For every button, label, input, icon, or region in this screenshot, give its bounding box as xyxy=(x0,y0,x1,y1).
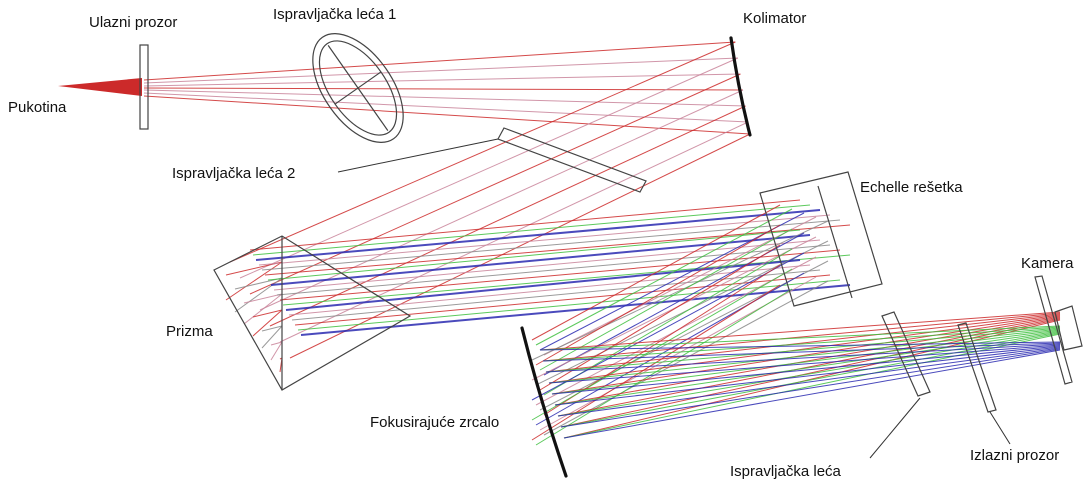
ray-prism-to-grating xyxy=(270,234,811,286)
ray-grating-to-mirror xyxy=(535,240,829,386)
ray-prism-to-grating xyxy=(249,199,801,251)
camera-detector xyxy=(1034,275,1073,385)
ray-prism-internal xyxy=(234,277,283,313)
corrector-lens-2 xyxy=(497,127,647,193)
ray-slit-to-collimator xyxy=(143,95,751,135)
ray-prism-to-grating xyxy=(294,274,831,326)
label-camera-corrector-lens: Ispravljačka leća xyxy=(730,463,842,480)
ray-prism-to-grating xyxy=(255,209,821,261)
ray-collimator-to-prism xyxy=(269,105,746,327)
ray-mirror-to-camera xyxy=(545,313,1061,373)
ray-slit-to-collimator xyxy=(143,73,741,87)
ray-collimator-to-prism xyxy=(239,57,739,279)
ray-prism-to-grating xyxy=(258,214,831,266)
ray-mirror-to-camera xyxy=(548,328,1061,384)
ray-prism-internal xyxy=(243,293,283,304)
label-slit: Pukotina xyxy=(8,99,67,116)
ray-mirror-to-camera xyxy=(554,346,1061,406)
ray-mirror-to-camera xyxy=(557,317,1061,417)
ray-prism-internal xyxy=(261,325,283,332)
ray-grating-to-mirror xyxy=(531,252,805,401)
prism xyxy=(213,235,412,391)
ray-grating-to-mirror xyxy=(535,288,793,446)
ray-prism-to-grating xyxy=(276,244,831,296)
ray-prism-internal xyxy=(225,261,283,301)
ray-slit-to-collimator xyxy=(143,57,738,84)
ray-slit-to-collimator xyxy=(143,89,746,107)
ray-mirror-to-camera xyxy=(545,327,1061,373)
ray-mirror-to-camera xyxy=(554,316,1061,406)
ray-mirror-to-camera xyxy=(563,349,1061,439)
ray-grating-to-mirror xyxy=(535,208,793,346)
label-corrector-lens-1: Ispravljačka leća 1 xyxy=(273,6,396,23)
ray-collimator-to-prism xyxy=(229,41,736,263)
ray-grating-to-mirror xyxy=(539,260,829,411)
ray-prism-to-grating xyxy=(264,224,851,276)
ray-mirror-to-camera xyxy=(551,345,1061,395)
ray-prism-internal xyxy=(252,309,283,337)
ray-prism-internal xyxy=(261,325,283,349)
ray-collimator-to-prism xyxy=(259,89,744,311)
label-entrance-window: Ulazni prozor xyxy=(89,14,177,31)
label-exit-window: Izlazni prozor xyxy=(970,447,1059,464)
light-rays xyxy=(58,41,1061,446)
ray-prism-to-grating xyxy=(279,249,841,301)
ray-collimator-to-prism xyxy=(249,73,741,295)
ray-prism-to-grating xyxy=(297,279,841,331)
camera-corrector-lens xyxy=(881,311,931,397)
label-corrector-lens-2: Ispravljačka leća 2 xyxy=(172,165,295,182)
ray-prism-internal xyxy=(252,309,283,318)
ray-prism-internal xyxy=(270,341,283,346)
ray-mirror-to-camera xyxy=(548,314,1061,384)
ray-collimator-to-prism xyxy=(289,133,751,359)
ray-grating-to-mirror xyxy=(539,244,781,391)
label-camera: Kamera xyxy=(1021,255,1074,272)
ray-prism-internal xyxy=(270,341,283,361)
ray-mirror-to-camera xyxy=(542,326,1061,362)
ray-mirror-to-camera xyxy=(551,329,1061,395)
focusing-mirror xyxy=(520,326,568,478)
ray-prism-to-grating xyxy=(267,229,801,281)
ray-grating-to-mirror xyxy=(535,224,781,366)
collimator-mirror xyxy=(729,36,752,137)
ray-prism-to-grating xyxy=(261,219,841,271)
ray-grating-to-mirror xyxy=(543,216,817,356)
entrance-window xyxy=(139,44,149,130)
ray-mirror-to-camera xyxy=(557,347,1061,417)
ray-grating-to-mirror xyxy=(531,204,781,341)
ray-mirror-to-camera xyxy=(560,318,1061,428)
camera-body xyxy=(1054,305,1083,351)
label-echelle-grating: Echelle rešetka xyxy=(860,179,963,196)
ray-prism-internal xyxy=(243,293,283,325)
ray-mirror-to-camera xyxy=(539,311,1061,351)
corrector-lens-1 xyxy=(312,32,404,144)
ray-mirror-to-camera xyxy=(563,319,1061,439)
ray-slit-to-collimator xyxy=(143,41,736,81)
ray-slit-to-collimator xyxy=(143,92,749,123)
echelle-grating xyxy=(759,171,883,307)
ray-prism-to-grating xyxy=(288,264,811,316)
ray-slit-to-collimator xyxy=(143,87,744,91)
exit-window xyxy=(957,322,997,413)
label-collimator: Kolimator xyxy=(743,10,806,27)
label-prism: Prizma xyxy=(166,323,213,340)
ray-prism-to-grating xyxy=(252,204,811,256)
leader-corrector-lens-2 xyxy=(337,138,499,173)
ray-mirror-to-camera xyxy=(542,312,1061,362)
ray-grating-to-mirror xyxy=(539,212,805,351)
leader-exit-window xyxy=(989,411,1011,445)
ray-prism-to-grating xyxy=(273,239,821,291)
ray-mirror-to-camera xyxy=(560,348,1061,428)
ray-prism-to-grating xyxy=(291,269,821,321)
ray-mirror-to-camera xyxy=(551,315,1061,395)
slit-beam-cone xyxy=(58,78,142,96)
leader-camera-corrector-lens xyxy=(869,397,921,459)
ray-mirror-to-camera xyxy=(539,325,1061,351)
label-focusing-mirror: Fokusirajuće zrcalo xyxy=(370,414,499,431)
ray-grating-to-mirror xyxy=(531,220,829,361)
ray-mirror-to-camera xyxy=(548,344,1061,384)
echelle-grating-face xyxy=(817,185,853,299)
